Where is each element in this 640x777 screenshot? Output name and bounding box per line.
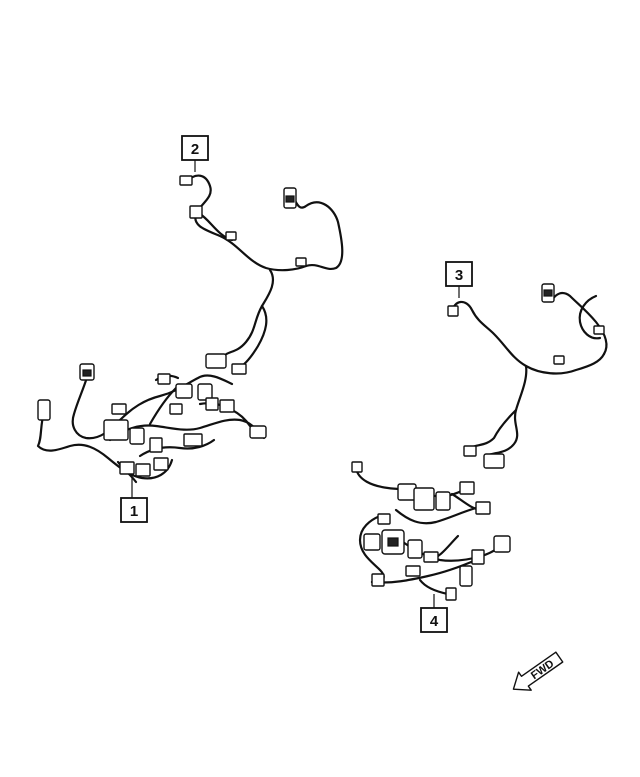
callout-3: 3 (445, 261, 473, 298)
callout-1: 1 (120, 478, 148, 523)
callout-2: 2 (181, 135, 209, 172)
forward-direction-arrow: FWD (512, 651, 564, 691)
callout-3-label: 3 (455, 267, 463, 284)
callout-4-label: 4 (430, 613, 439, 630)
harness-4 (351, 461, 511, 601)
callout-4: 4 (420, 594, 448, 633)
harness-2 (179, 174, 344, 375)
harness-3 (447, 283, 608, 469)
callout-2-label: 2 (191, 141, 199, 158)
harness-1 (36, 363, 267, 484)
arrow-icon (512, 651, 564, 691)
callout-1-label: 1 (130, 503, 138, 520)
